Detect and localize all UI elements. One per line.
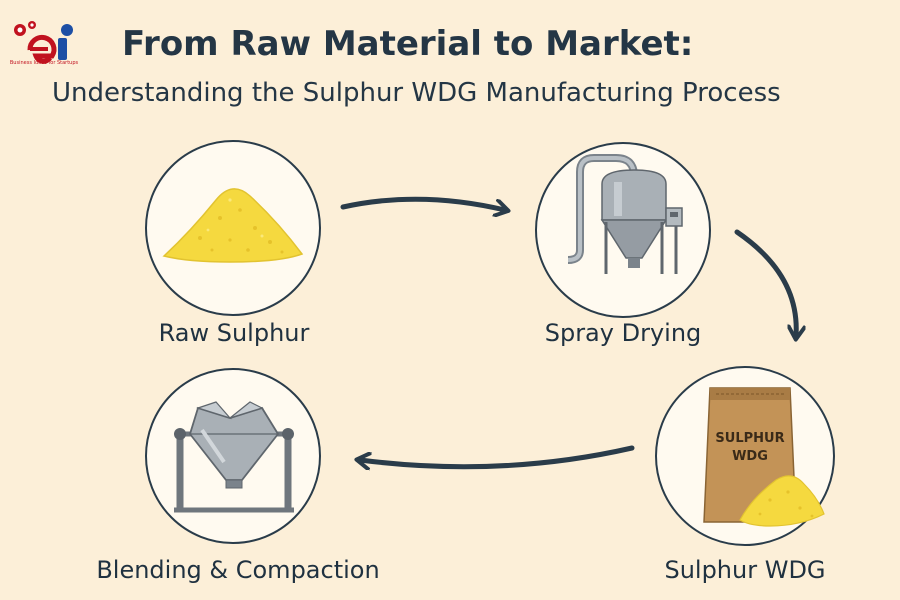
sulphur-bag-icon: SULPHUR WDG [703,387,825,527]
step-label-raw-sulphur: Raw Sulphur [158,319,310,347]
logo-icon [14,21,73,64]
arrow-wdg-to-blending [360,445,635,467]
bag-label-line-1: SULPHUR [715,431,784,446]
bag-label-line-2: WDG [732,449,768,464]
step-label-blending-compaction: Blending & Compaction [96,556,380,584]
blender-icon [174,401,294,513]
arrow-raw-to-spray [340,196,505,210]
logo-caption: Business Ideas for Startups [9,60,79,66]
arrow-spray-to-wdg [734,229,796,336]
step-label-spray-drying: Spray Drying [544,319,702,347]
spray-dryer-icon [567,154,683,274]
sulphur-pile-icon [162,188,304,263]
page-subtitle: Understanding the Sulphur WDG Manufactur… [52,78,781,108]
step-label-sulphur-wdg: Sulphur WDG [664,556,826,584]
page-title: From Raw Material to Market: [122,24,694,64]
gear-icon [14,21,36,36]
